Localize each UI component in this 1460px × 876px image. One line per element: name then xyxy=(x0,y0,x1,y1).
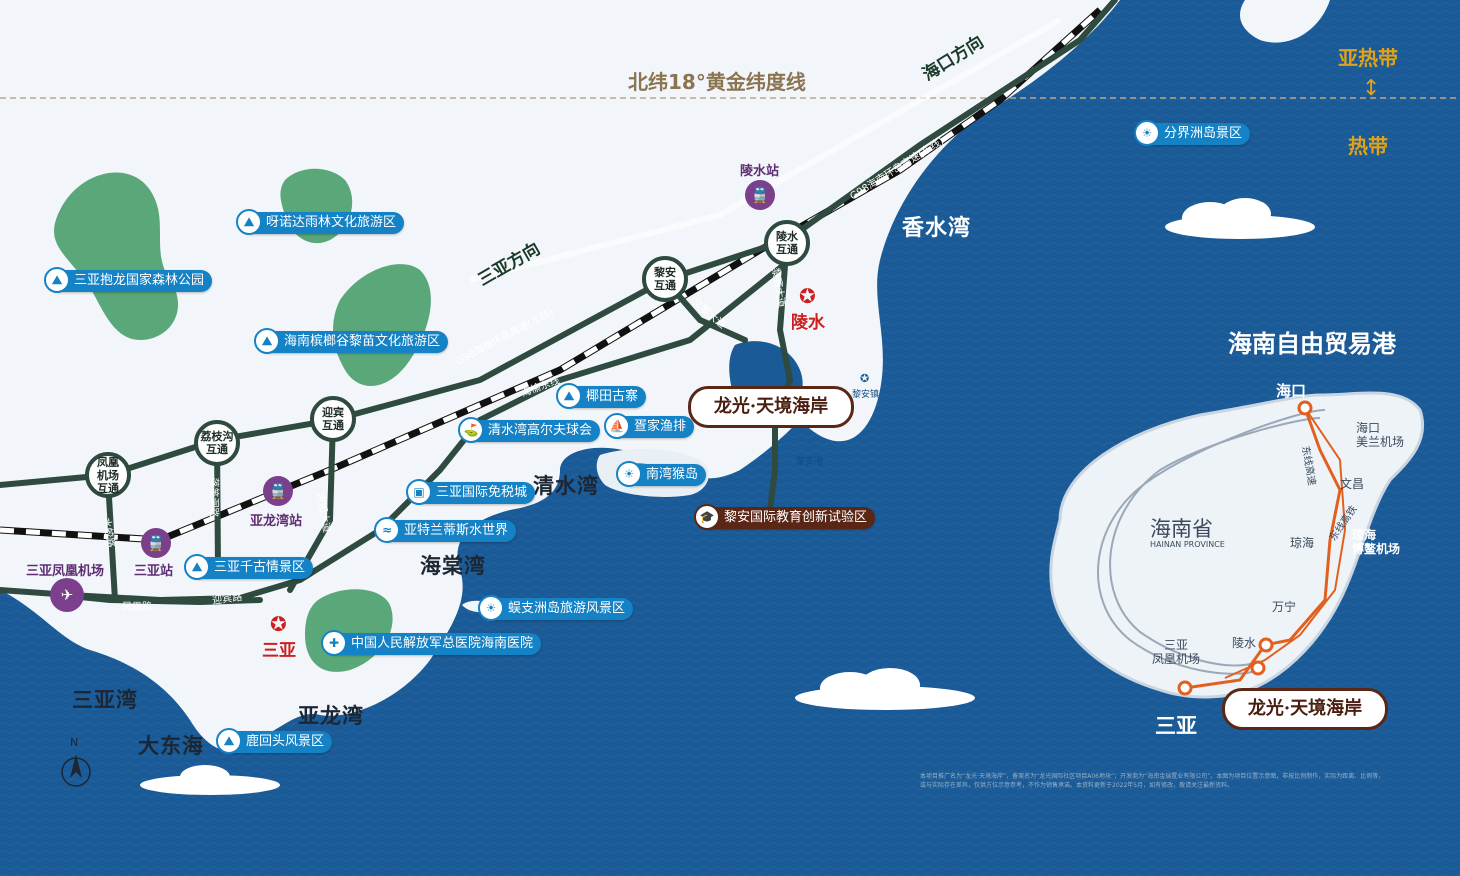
water-park-icon: ≈ xyxy=(374,517,400,543)
poi-fenjiezhou[interactable]: ☀分界洲岛景区 xyxy=(1134,120,1251,146)
town-lian-port: 黎安港 xyxy=(796,457,824,467)
poi-golf[interactable]: ⛳清水湾高尔夫球会 xyxy=(458,417,601,443)
forest-baolong xyxy=(54,172,179,340)
inset-haikou: 海口 xyxy=(1276,382,1307,400)
sea-label-haitang: 海棠湾 xyxy=(420,554,486,578)
island-icon: ☀ xyxy=(1134,120,1160,146)
inset-title: 海南自由贸易港 xyxy=(1228,330,1396,358)
poi-yanoda[interactable]: ⛰呀诺达雨林文化旅游区 xyxy=(236,209,405,235)
interchange-yingbin: 迎宾 互通 xyxy=(310,396,356,442)
island-icon: ☀ xyxy=(478,595,504,621)
latitude-label: 北纬18°黄金纬度线 xyxy=(628,70,806,94)
scenic-icon: ⛰ xyxy=(44,267,70,293)
inset-qionghai: 琼海 xyxy=(1290,536,1315,550)
poi-yetian[interactable]: ⛰椰田古寨 xyxy=(556,383,647,409)
inset-sanya: 三亚 xyxy=(1155,714,1197,738)
yalongwan-station-train-icon: 🚆 xyxy=(263,476,293,506)
project-label[interactable]: 龙光·天境海岸 xyxy=(688,386,854,428)
lian-town-star-icon: ✪ xyxy=(860,372,870,385)
inset-boao: 琼海 博鳌机场 xyxy=(1352,528,1401,556)
inset-province-en: HAINAN PROVINCE xyxy=(1150,540,1225,549)
climate-top: 亚热带 xyxy=(1338,46,1398,70)
city-lingshui: 陵水 xyxy=(791,313,825,333)
inset-lingshui: 陵水 xyxy=(1232,636,1257,650)
inset-meilan: 海口 美兰机场 xyxy=(1356,421,1405,449)
north-label: N xyxy=(70,736,79,749)
poi-baolong[interactable]: ⛰三亚抱龙国家森林公园 xyxy=(44,267,213,293)
sea-label-yalong: 亚龙湾 xyxy=(298,704,364,728)
town-lian: 黎安镇 xyxy=(852,390,880,400)
graduation-cap-icon: 🎓 xyxy=(694,504,720,530)
poi-binglanggu[interactable]: ⛰海南槟榔谷黎苗文化旅游区 xyxy=(254,328,449,354)
road-label-luohui: 落笔洞路 xyxy=(207,477,219,518)
disclaimer: 本项目推广名为“龙光·天境海岸”，备案名为“龙光国际社区项目A06地块”；开发商… xyxy=(920,773,1385,789)
lian-port-star-icon: ✪ xyxy=(804,438,814,451)
hospital-icon: ✚ xyxy=(321,630,347,656)
sea-label-dadonghai: 大东海 xyxy=(138,734,204,758)
sea-label-sanya: 三亚湾 xyxy=(72,688,138,712)
lingshui-star-icon: ✪ xyxy=(799,284,816,308)
scenic-icon: ⛰ xyxy=(556,383,582,409)
poi-qiangu[interactable]: ⛰三亚千古情景区 xyxy=(184,554,314,580)
airport-plane-icon: ✈ xyxy=(50,578,84,612)
g98-highway xyxy=(0,0,1118,488)
climate-arrow-icon: ↕ xyxy=(1362,76,1381,101)
interchange-lizhigou: 荔枝沟 互通 xyxy=(194,420,240,466)
sea-label-qingshui: 清水湾 xyxy=(533,474,599,498)
shuijiao-road xyxy=(105,477,118,603)
sanya-station-train-icon: 🚆 xyxy=(141,528,171,558)
city-sanya: 三亚 xyxy=(262,641,296,661)
forest-binglang xyxy=(333,264,431,387)
sanya-star-icon: ✪ xyxy=(270,612,287,636)
road-label-fenghuang: 凤凰路 xyxy=(122,602,152,613)
interchange-lingshui: 陵水 互通 xyxy=(764,220,810,266)
poi-duty-free[interactable]: ▣三亚国际免税城 xyxy=(406,479,536,505)
inset-wenchang: 文昌 xyxy=(1340,477,1365,491)
poi-luhuitou[interactable]: ⛰鹿回头风景区 xyxy=(216,728,333,754)
scenic-icon: ⛰ xyxy=(216,728,242,754)
inset-phoenix: 三亚 凤凰机场 xyxy=(1152,638,1201,666)
golf-icon: ⛳ xyxy=(458,417,484,443)
shopping-icon: ▣ xyxy=(406,479,432,505)
island-icon: ☀ xyxy=(616,461,642,487)
interchange-lian: 黎安 互通 xyxy=(642,256,688,302)
airport-label: 三亚凤凰机场 xyxy=(26,564,105,579)
yalongwan-station-label: 亚龙湾站 xyxy=(250,514,303,529)
sea-label-xiangshui: 香水湾 xyxy=(902,216,972,241)
poi-monkey-island[interactable]: ☀南湾猴岛 xyxy=(616,461,707,487)
fenghuang-road xyxy=(57,592,263,606)
poi-atlantis[interactable]: ≈亚特兰蒂斯水世界 xyxy=(374,517,517,543)
inset-wanning: 万宁 xyxy=(1272,600,1297,614)
scenic-icon: ⛰ xyxy=(184,554,210,580)
inset-province: 海南省 xyxy=(1150,517,1213,541)
inset-east-highway xyxy=(1224,407,1347,679)
sanya-station-label: 三亚站 xyxy=(134,564,174,579)
poi-education[interactable]: 🎓黎安国际教育创新试验区 xyxy=(694,504,876,530)
inset-project-label[interactable]: 龙光·天境海岸 xyxy=(1222,688,1388,730)
poi-danjia[interactable]: ⛵疍家渔排 xyxy=(604,413,695,439)
poi-wuzhizhou[interactable]: ☀蜈支洲岛旅游风景区 xyxy=(478,595,634,621)
scenic-icon: ⛰ xyxy=(236,209,262,235)
lingshui-station-train-icon: 🚆 xyxy=(745,180,775,210)
climate-bottom: 热带 xyxy=(1348,134,1388,158)
interchange-fenghuang: 凤凰 机场 互通 xyxy=(85,452,131,498)
scenic-icon: ⛰ xyxy=(254,328,280,354)
poi-hospital[interactable]: ✚中国人民解放军总医院海南医院 xyxy=(321,630,542,656)
lingshui-station-label: 陵水站 xyxy=(740,164,780,179)
boat-icon: ⛵ xyxy=(604,413,630,439)
